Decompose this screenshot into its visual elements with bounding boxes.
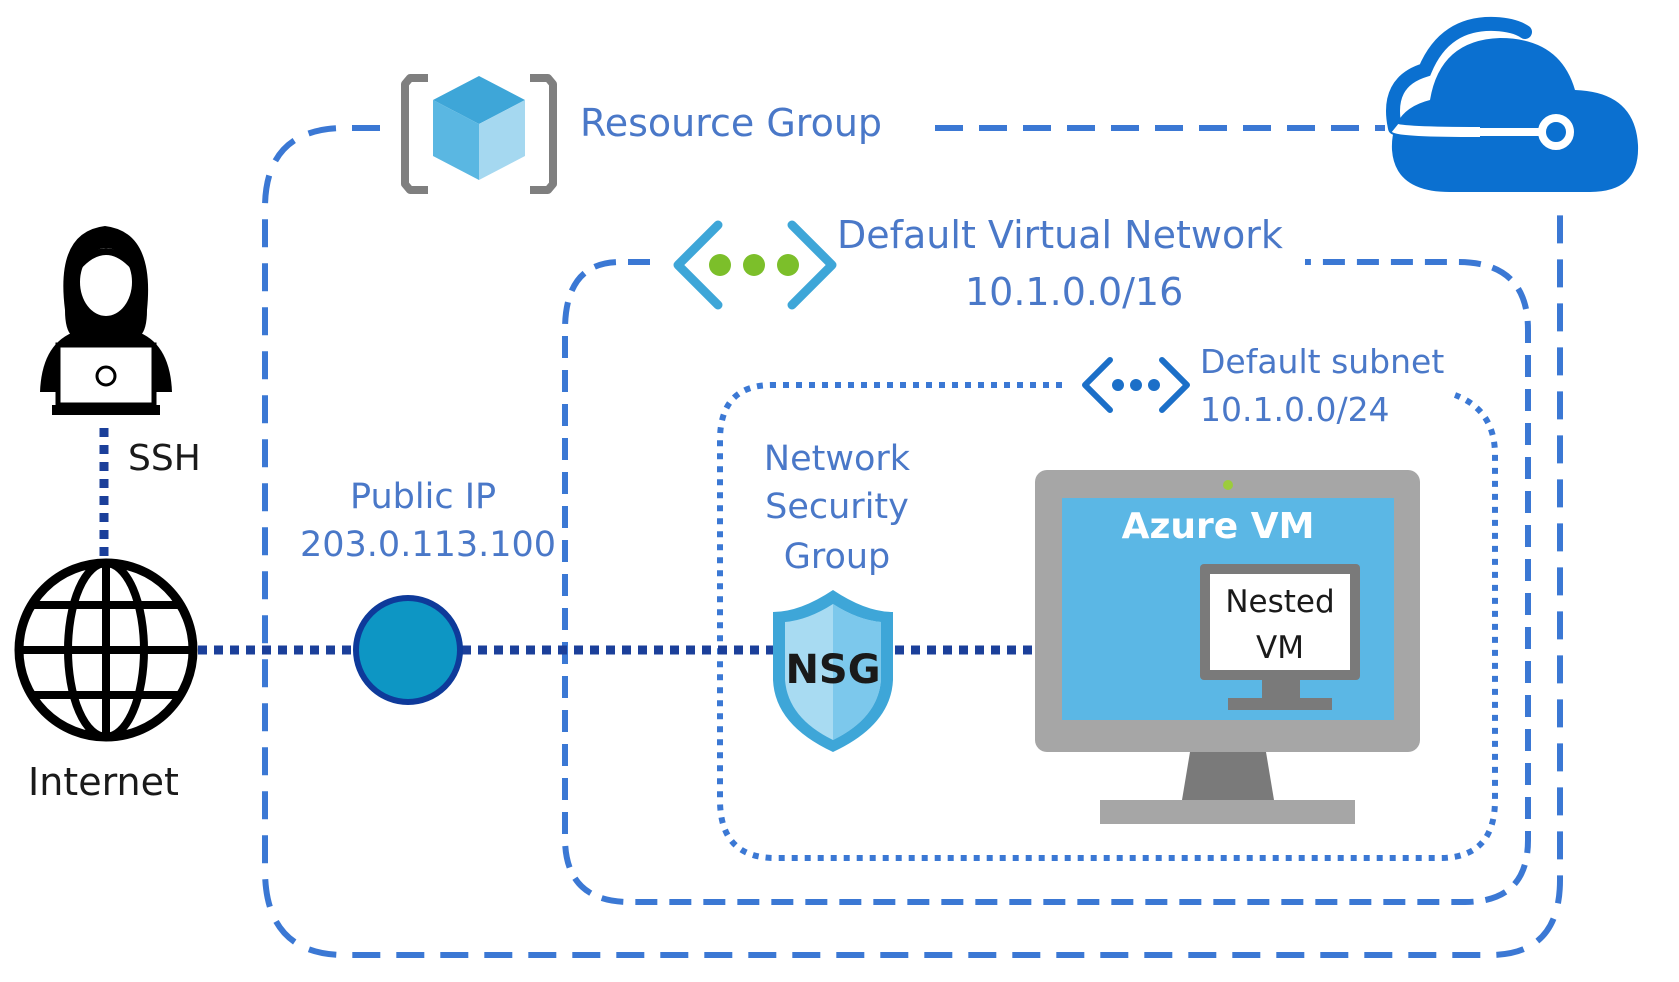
nested-vm-line1: Nested (1225, 584, 1334, 620)
resource-group-cube-icon (401, 74, 557, 194)
nsg-badge: NSG (785, 647, 880, 693)
public-ip-address: 203.0.113.100 (300, 525, 556, 565)
globe-icon (14, 558, 198, 742)
shield-icon (773, 590, 893, 752)
internet-label: Internet (28, 760, 179, 804)
nsg-label-line1: Network (764, 439, 911, 479)
user-laptop-icon (40, 226, 172, 415)
vm-title: Azure VM (1122, 506, 1315, 547)
resource-group-label: Resource Group (580, 101, 882, 145)
virtual-network-boundary (562, 259, 1531, 905)
subnet-icon (1082, 357, 1190, 413)
resource-group-boundary (262, 125, 1563, 958)
subnet-label: Default subnet (1200, 342, 1444, 381)
virtual-network-icon (673, 220, 837, 310)
virtual-network-label: Default Virtual Network (837, 213, 1283, 257)
nested-vm-line2: VM (1256, 630, 1304, 666)
virtual-network-cidr: 10.1.0.0/16 (965, 270, 1183, 314)
azure-cloud-icon (1386, 16, 1639, 192)
public-ip-node (353, 595, 463, 705)
nsg-label-line3: Group (784, 537, 891, 577)
public-ip-label: Public IP (350, 477, 496, 517)
nsg-label-line2: Security (765, 487, 909, 527)
monitor-icon (1035, 470, 1420, 824)
ssh-label: SSH (128, 438, 201, 479)
subnet-cidr: 10.1.0.0/24 (1200, 390, 1390, 429)
